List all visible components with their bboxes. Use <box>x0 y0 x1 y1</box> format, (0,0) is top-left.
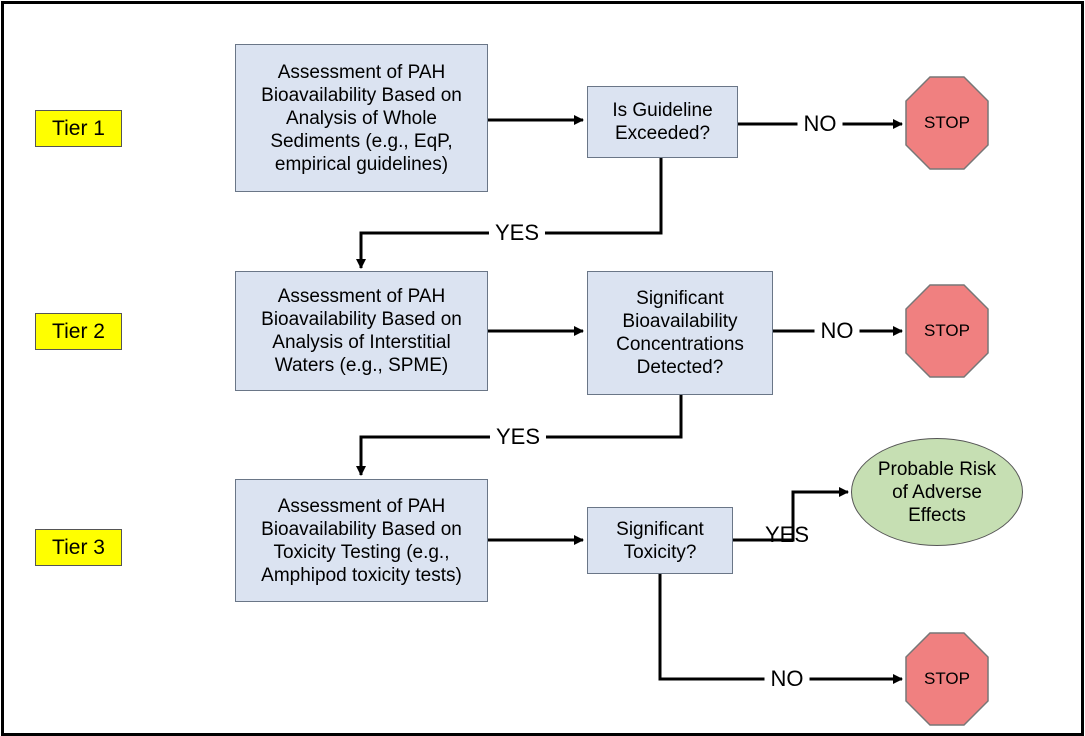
t2-assessment-box: Assessment of PAH Bioavailability Based … <box>235 271 488 391</box>
stop-text-2: STOP <box>924 321 970 340</box>
t2-yes-label: YES <box>489 424 547 450</box>
t1-yes-label: YES <box>488 220 546 246</box>
t3-no-label: NO <box>764 666 810 692</box>
stop-sign-3 <box>905 632 989 726</box>
t3-assessment-box: Assessment of PAH Bioavailability Based … <box>235 479 488 602</box>
t1-decision-box: Is Guideline Exceeded? <box>587 86 738 158</box>
t3-decision-box: Significant Toxicity? <box>587 507 733 574</box>
stop-sign-1 <box>905 76 989 170</box>
t3-yes-label: YES <box>764 522 810 547</box>
tier-3-label: Tier 3 <box>35 529 122 566</box>
tier-2-label: Tier 2 <box>35 313 122 350</box>
arrow-t3-no-to-stop <box>658 574 903 684</box>
t1-no-label: NO <box>797 111 843 137</box>
adverse-effects-outcome: Probable Risk of Adverse Effects <box>851 438 1023 546</box>
stop-text-3: STOP <box>924 669 970 688</box>
arrow-t3-yes-to-outcome <box>733 487 849 542</box>
tier-1-label: Tier 1 <box>35 110 122 147</box>
stop-sign-2 <box>905 284 989 378</box>
stop-text-1: STOP <box>924 113 970 132</box>
t2-no-label: NO <box>814 318 860 344</box>
t1-assessment-box: Assessment of PAH Bioavailability Based … <box>235 44 488 192</box>
t2-decision-box: Significant Bioavailability Concentratio… <box>587 271 773 395</box>
